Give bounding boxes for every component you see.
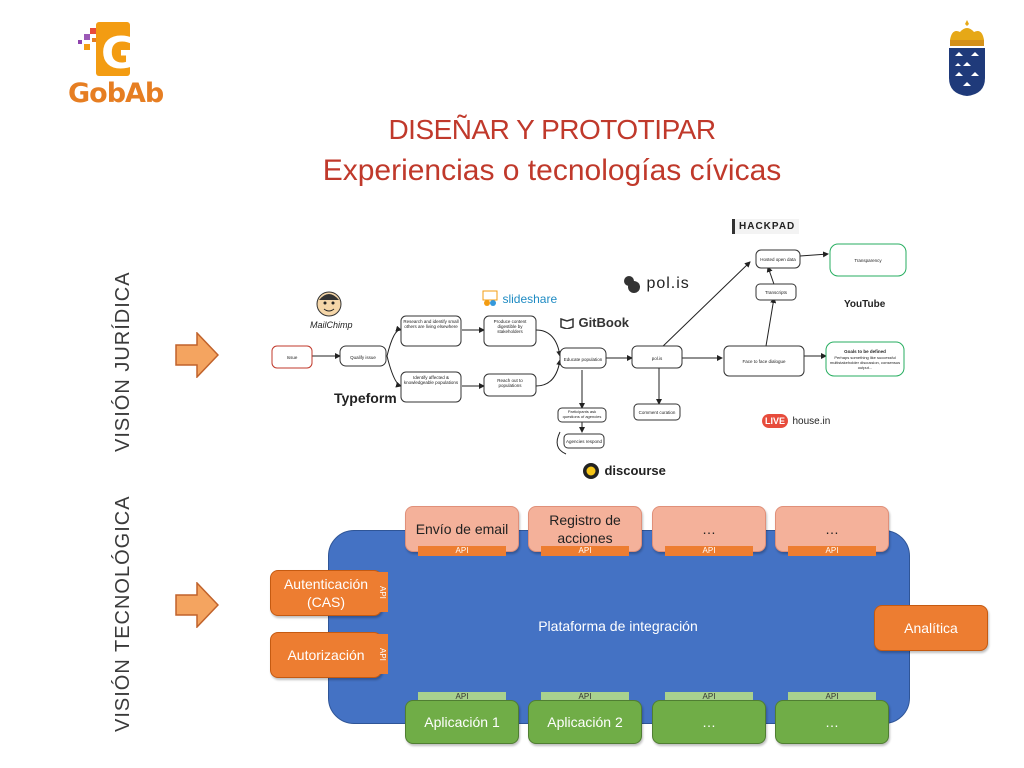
discourse-text: discourse [604,463,666,479]
gobab-logo: G GobAb [66,18,164,109]
gitbook-text: GitBook [578,315,630,330]
analytics-box: Analítica [874,605,988,651]
api-tag: API [541,546,629,556]
platform-label: Plataforma de integración [538,618,698,634]
api-tag: API [541,692,629,702]
api-tag: API [418,546,506,556]
live-badge: LIVE [762,414,789,428]
app-2: Aplicación 2 [528,700,642,744]
youtube-logo: YouTube [844,294,885,312]
mailchimp-logo: MailChimp [310,290,354,330]
node-qualify: Qualify issue [350,355,376,360]
node-face: Face to face dialogue [742,359,786,364]
node-transcripts: Transcripts [765,290,788,295]
svg-text:G: G [101,28,137,79]
vision-tecnologica-label: VISIÓN TECNOLÓGICA [112,495,134,732]
api-tag-vertical: API [376,634,388,674]
page-subtitle: Experiencias o tecnologías cívicas [322,154,782,187]
app-more-2: … [775,700,889,744]
node-educate: Educate population [564,357,603,362]
vision-juridica-label: VISIÓN JURÍDICA [112,271,134,452]
node-reach: Reach out to populations [497,378,523,388]
api-tag: API [665,546,753,556]
node-goals-title: Goals to be defined [844,349,886,354]
youtube-text: YouTube [844,299,886,310]
arrow-right-icon [175,332,219,378]
gobab-logo-mark: G [78,22,137,79]
canarias-crest-icon [949,20,985,96]
node-produce: Produce content digestible by stakeholde… [493,319,527,334]
node-goals-body: Perhaps something like successful multis… [829,355,901,370]
api-tag: API [665,692,753,702]
hackpad-logo: HACKPAD [732,219,800,234]
livehouse-text: house.in [792,416,831,427]
polis-icon [624,276,640,293]
discourse-logo: discourse [582,462,666,480]
slideshare-logo: slideshare [482,290,557,308]
book-icon [560,317,574,330]
node-participants: Participants ask questions of agencies [562,409,602,419]
app-more-1: … [652,700,766,744]
api-tag-vertical: API [376,572,388,612]
api-tag: API [788,546,876,556]
node-hosted: Hosted open data [760,257,796,262]
mailchimp-text: MailChimp [310,320,353,330]
mailchimp-monkey-icon [316,291,342,317]
integration-platform [328,530,910,724]
arrow-right-icon [175,582,219,628]
gobab-logo-text: GobAb [68,78,164,109]
node-agencies: Agencies respond [566,439,603,444]
polis-logo: pol.is [622,274,690,294]
civic-flow-diagram: Issue Qualify issue Research and identif… [271,243,907,455]
page-title: DISEÑAR Y PROTOTIPAR [388,114,716,145]
node-comment: Comment curation [639,410,676,415]
node-identify: Identify affected & knowledgeable popula… [403,375,459,385]
slideshare-icon [482,290,498,306]
polis-text: pol.is [646,275,690,293]
node-issue: Issue [287,355,298,360]
node-transparency: Transparency [854,258,882,263]
node-polis: pol.is [652,356,663,361]
gitbook-logo: GitBook [560,314,629,332]
authorization-box: Autorización [270,632,382,678]
livehouse-logo: LIVE house.in [762,411,830,429]
typeform-logo: Typeform [334,390,397,406]
auth-cas-box: Autenticación (CAS) [270,570,382,616]
discourse-icon [583,463,599,479]
api-tag: API [788,692,876,702]
node-research: Research and identify small others are l… [403,319,459,329]
app-1: Aplicación 1 [405,700,519,744]
api-tag: API [418,692,506,702]
slideshare-text: slideshare [502,292,558,307]
service-more-2: … [775,506,889,552]
